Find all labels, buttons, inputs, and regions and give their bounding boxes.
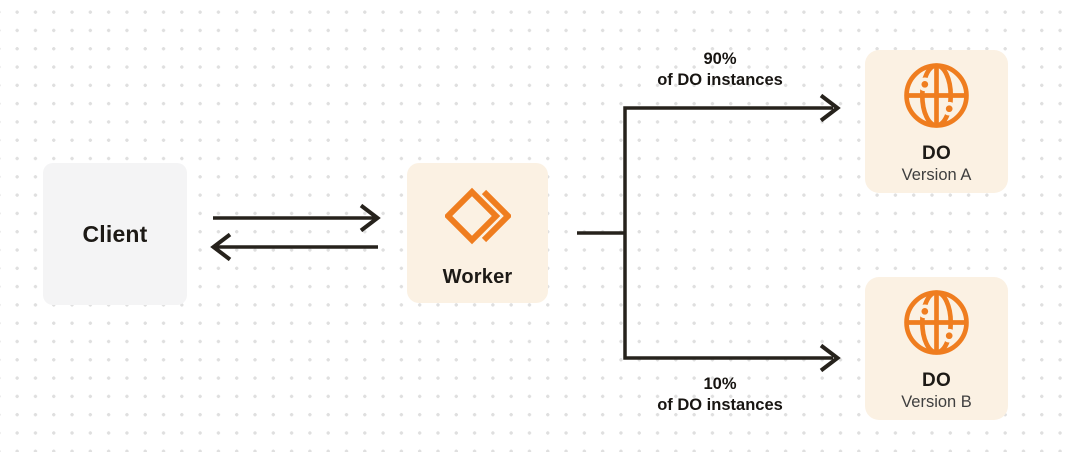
globe-icon [904, 63, 969, 128]
client-to-worker-arrowhead [359, 203, 381, 233]
traffic-caption-a: of DO instances [657, 71, 783, 89]
do-a-subtitle: Version A [901, 166, 972, 184]
globe-icon [904, 290, 969, 355]
to-version-a-arrowhead [819, 93, 841, 123]
do-a-title: DO [922, 143, 951, 164]
do-version-a-node: DO Version A [865, 50, 1008, 193]
do-b-subtitle: Version B [901, 393, 972, 411]
traffic-label-version-a: 90% of DO instances [618, 49, 822, 91]
traffic-label-version-b: 10% of DO instances [618, 374, 822, 416]
to-version-b-arrowhead [819, 343, 841, 373]
do-version-b-node: DO Version B [865, 277, 1008, 420]
traffic-percent-a: 90% [703, 50, 737, 68]
branch-to-do-lines [623, 106, 833, 360]
traffic-percent-b: 10% [703, 375, 737, 393]
worker-node: Worker [407, 163, 548, 303]
worker-to-client-arrowhead [210, 232, 232, 262]
traffic-caption-b: of DO instances [657, 396, 783, 414]
client-node: Client [43, 163, 187, 305]
workers-chevron-icon [444, 187, 511, 245]
client-label: Client [82, 220, 148, 247]
worker-label: Worker [442, 266, 513, 288]
do-b-title: DO [922, 370, 951, 391]
